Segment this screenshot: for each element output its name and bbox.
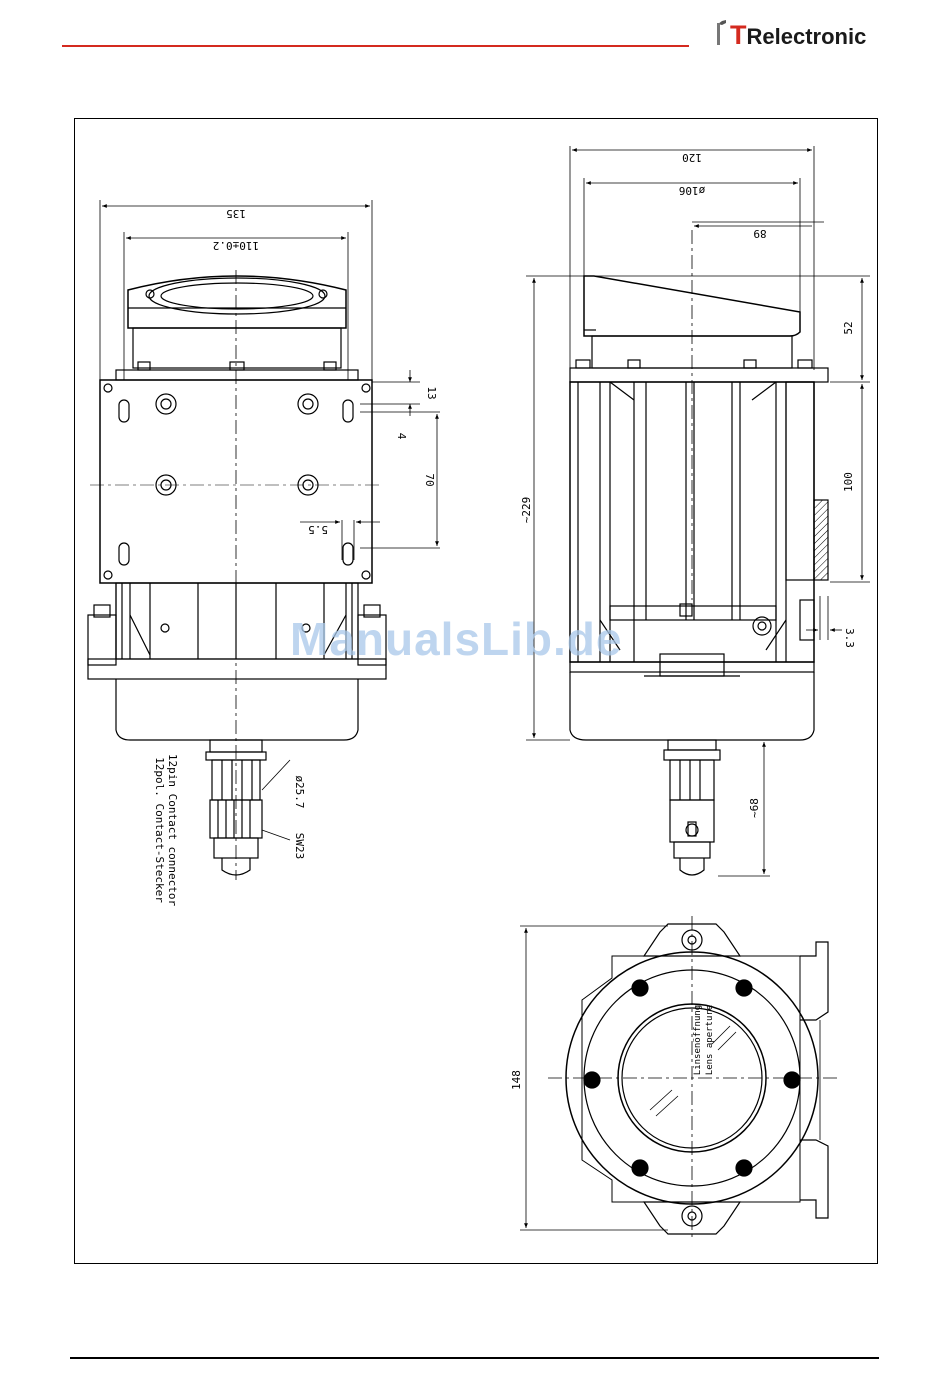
dim-106: ø106 — [679, 184, 706, 197]
dim-70: 70 — [423, 473, 436, 486]
dim-5-5: 5.5 — [308, 523, 328, 536]
connector-label-de: 12pol. Contact-Stecker — [153, 757, 166, 903]
dim-100: 100 — [842, 472, 855, 492]
side-view — [570, 230, 828, 875]
dim-13: 13 — [425, 386, 438, 399]
dim-110: 110±0.2 — [213, 239, 259, 252]
dim-120: 120 — [682, 151, 702, 164]
aperture-label-de: Linsenöffnung — [693, 1005, 703, 1075]
left-view-dimensions — [100, 200, 440, 840]
dim-connector-diameter: ø25.7 — [293, 775, 306, 808]
aperture-label-en: Lens aperture — [705, 1005, 715, 1075]
watermark: ManualsLib.de — [290, 612, 622, 666]
left-view — [88, 270, 386, 880]
dim-sw23: SW23 — [293, 833, 306, 860]
bottom-view — [548, 916, 840, 1240]
dim-3-3: 3.3 — [843, 628, 856, 648]
dim-4: 4 — [395, 433, 408, 440]
footer-rule — [70, 1357, 879, 1359]
dim-68: ~68 — [748, 798, 761, 818]
dim-148: 148 — [510, 1070, 523, 1090]
dim-135: 135 — [226, 207, 246, 220]
bottom-view-labels: 148 Linsenöffnung Lens aperture — [510, 1005, 715, 1090]
mount-hole — [104, 384, 370, 579]
connector-label-en: 12pin Contact connector — [166, 754, 179, 907]
dim-229: ~229 — [520, 497, 533, 524]
dim-52: 52 — [842, 321, 855, 334]
dim-89: 89 — [753, 227, 766, 240]
